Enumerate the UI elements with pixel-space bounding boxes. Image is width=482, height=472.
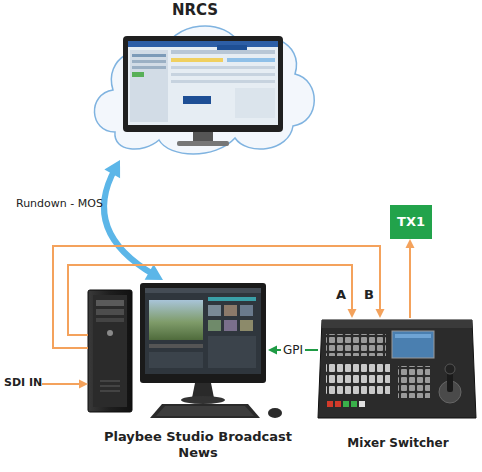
pc-monitor-part (149, 300, 203, 340)
pc-monitor-part (224, 305, 237, 316)
node-title: TX1 (397, 214, 425, 230)
arrow-head (268, 346, 277, 355)
cloud-outline-part (132, 72, 144, 77)
arrow-head (145, 264, 163, 280)
mixer-device-part (322, 320, 472, 328)
mixer-node: Mixer Switcher (318, 318, 478, 458)
pc-tower-part (100, 380, 120, 382)
pc-monitor-part (208, 320, 221, 331)
cloud-outline-part (128, 41, 278, 125)
cloud-outline-part (193, 132, 213, 141)
mixer-device-part (398, 366, 430, 398)
pc-tower-part (88, 290, 132, 412)
edge-label: B (364, 287, 374, 302)
cloud-outline-part (217, 45, 247, 50)
mixer-device-part (445, 364, 455, 374)
mixer-device-part (326, 334, 386, 356)
pc-tower-part (107, 330, 113, 336)
pc-monitor-part (149, 344, 203, 348)
cloud-outline-part (171, 50, 275, 54)
sdi-input-arrow (42, 380, 88, 389)
arrow-head (376, 309, 385, 318)
arrow-head (104, 160, 120, 178)
pc-tower-part (100, 385, 120, 387)
cloud-outline-part (171, 73, 275, 76)
mixer-device-part (392, 331, 434, 358)
pc-monitor-part (208, 297, 256, 301)
pc-tower-part (100, 390, 120, 392)
mixer-device-part (335, 401, 341, 407)
cloud-outline-part (132, 54, 166, 57)
connector-line (53, 246, 380, 348)
mixer-device (318, 320, 476, 418)
cloud-outline (85, 0, 320, 160)
connector-line (409, 244, 411, 318)
cloud-node: NRCS (85, 0, 320, 160)
sdi-input-arrow-part (42, 383, 80, 385)
node-title: Mixer Switcher (318, 436, 478, 451)
pc-monitor-part (192, 383, 214, 398)
mixer-device-part (343, 401, 349, 407)
keyboard-mouse-part (150, 404, 260, 418)
mixer-device-part (359, 401, 365, 407)
signal-label: SDI IN (4, 376, 42, 389)
cloud-outline-part (132, 66, 166, 69)
keyboard-mouse (150, 404, 282, 418)
sdi-input-arrow-part (79, 380, 88, 389)
pc-monitor-part (208, 305, 221, 316)
pc-tower-part (96, 300, 124, 306)
video-line (68, 265, 357, 335)
output-line (406, 239, 415, 318)
mixer-device-part (326, 364, 390, 397)
pc-monitor-part (240, 320, 253, 331)
pc-tower-part (96, 318, 124, 322)
cloud-outline-part (183, 96, 211, 104)
cloud-outline-part (171, 66, 275, 69)
transmission-box: TX1 (390, 205, 432, 239)
cloud-outline-part (130, 50, 168, 122)
arrow-head (406, 239, 415, 248)
pc-monitor-part (145, 288, 261, 293)
edge-label: A (336, 287, 346, 302)
mixer-device-part (327, 401, 333, 407)
pc-monitor-part (145, 288, 261, 374)
node-title: NRCS (85, 1, 305, 20)
cloud-outline-part (171, 80, 275, 83)
edge-label: Rundown - MOS (16, 197, 103, 210)
connector-line (68, 265, 352, 335)
video-line (53, 246, 385, 348)
pc-monitor (140, 283, 266, 404)
mos-link (104, 160, 163, 280)
mixer-device-part (351, 401, 357, 407)
keyboard-mouse-part (268, 408, 282, 418)
connector-line (104, 168, 155, 275)
arrow-head (348, 309, 357, 318)
cloud-outline-part (123, 36, 283, 132)
cloud-outline-part (235, 88, 275, 118)
edge-label: GPI (281, 343, 305, 357)
pc-monitor-part (140, 283, 266, 383)
cloud-outline-part (177, 141, 229, 146)
pc-monitor-part (224, 320, 237, 331)
mixer-device-part (318, 320, 476, 418)
mixer-device-part (395, 334, 431, 338)
pc-monitor-part (240, 305, 253, 316)
cloud-outline-part (94, 26, 314, 154)
pc-tower-part (96, 309, 124, 315)
pc-monitor-part (149, 352, 203, 368)
pc-tower-part (93, 295, 127, 407)
cloud-outline-part (132, 60, 166, 63)
keyboard-mouse-part (156, 406, 254, 416)
cloud-outline-part (171, 58, 223, 62)
cloud-outline-part (128, 41, 278, 47)
cloud-outline-part (227, 58, 275, 62)
workstation-node: Playbee Studio Broadcast News (88, 280, 268, 470)
pc-monitor-part (181, 396, 225, 404)
node-title: Playbee Studio Broadcast News (93, 429, 303, 462)
pc-tower (88, 290, 132, 412)
pc-monitor-part (208, 336, 256, 368)
